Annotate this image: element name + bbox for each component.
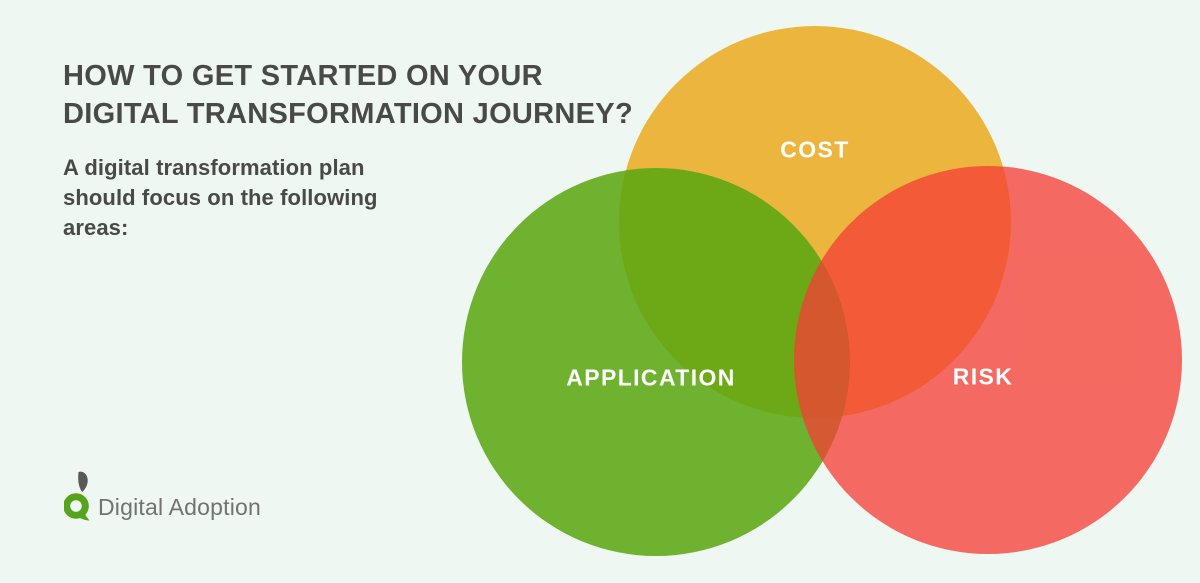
application-label: APPLICATION xyxy=(566,364,736,391)
page-title-line-2: DIGITAL TRANSFORMATION JOURNEY? xyxy=(63,98,633,130)
cost-label: COST xyxy=(780,136,850,163)
risk-label: RISK xyxy=(952,363,1014,390)
leaf-icon xyxy=(78,471,88,492)
logo-text: Digital Adoption xyxy=(98,494,262,520)
risk-circle xyxy=(794,166,1182,554)
digital-adoption-a-icon xyxy=(64,471,90,521)
application-circle xyxy=(462,168,850,556)
subtitle-text: A digital transformation plan should foc… xyxy=(63,155,378,240)
page-title-line-1: HOW TO GET STARTED ON YOUR xyxy=(63,60,543,92)
page-title: HOW TO GET STARTED ON YOUR DIGITAL TRANS… xyxy=(63,57,633,133)
digital-adoption-logo: Digital Adoption xyxy=(64,471,261,521)
